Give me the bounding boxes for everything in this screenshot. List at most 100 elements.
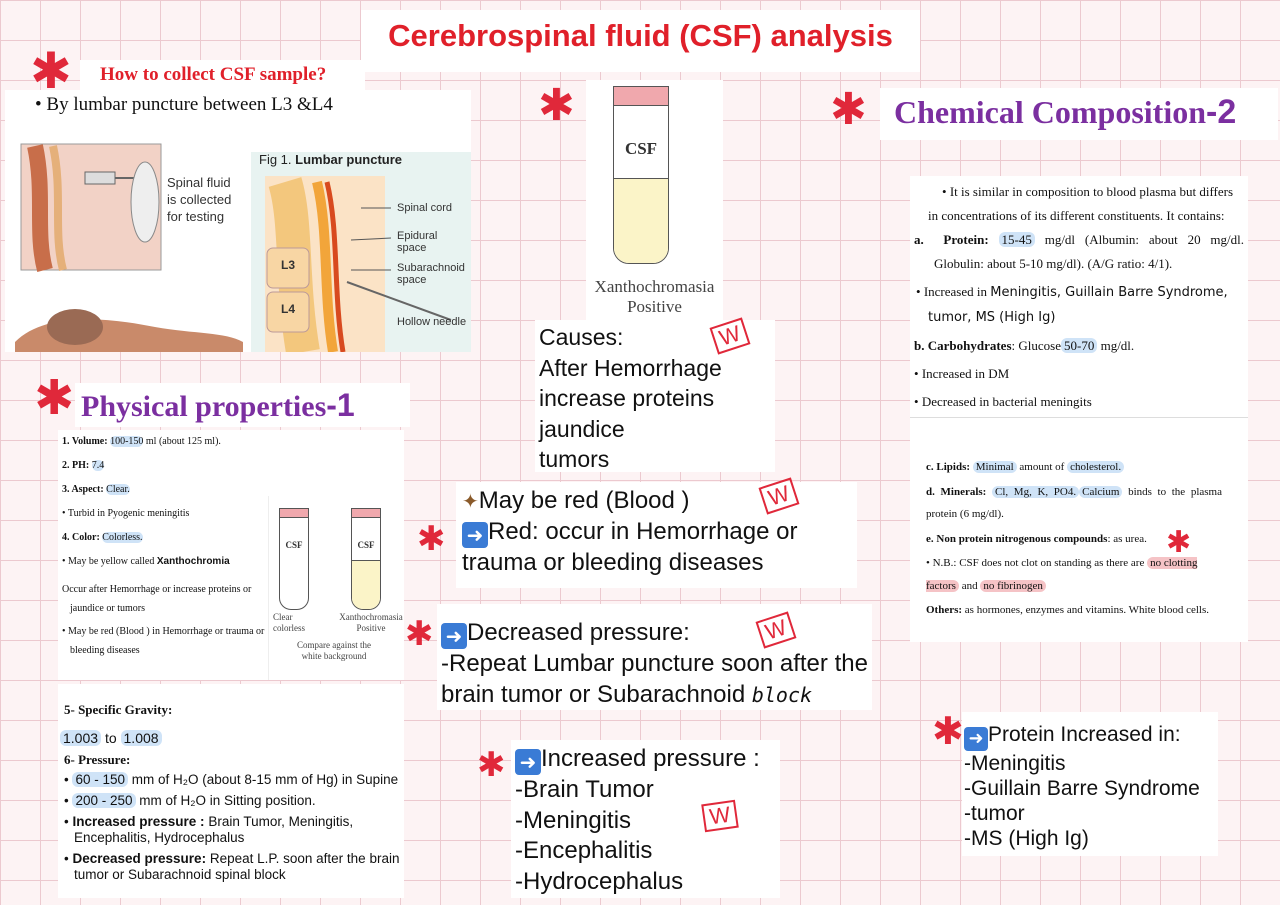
increased-title-text: Increased pressure : [541, 745, 760, 772]
title-box: Cerebrospinal fluid (CSF) analysis [361, 10, 920, 72]
physical-heading-num: -1 [326, 387, 355, 423]
tube-caption-1: Xanthochromasia [594, 277, 715, 296]
compare-caption: Compare against the white background [297, 640, 371, 661]
phys-vol-val: 100-150 [110, 436, 144, 447]
label-l4: L4 [281, 302, 296, 316]
chem-carb-unit: mg/dl. [1100, 338, 1135, 353]
phys-ph-val: 7.4 [91, 460, 105, 471]
chem-carb-pre: : Glucose [1011, 338, 1061, 353]
label-subarachnoid: Subarachnoid space [397, 262, 465, 286]
causes-line: tumors [539, 446, 610, 472]
phys-turbid: • Turbid in Pyogenic meningitis [62, 508, 190, 519]
pressure-supine: • 60 - 150 mm of H₂O (about 8-15 mm of H… [64, 772, 399, 787]
chem-protein-val: 15-45 [998, 232, 1035, 247]
star-icon: ✱ [417, 519, 446, 559]
chem-min-text: binds to the plasma protein (6 mg/dl). [926, 485, 1222, 521]
tube-label: CSF [624, 139, 658, 158]
p4-text: Repeat L.P. soon after the brain tumor o… [74, 851, 400, 882]
decreased-text-body: -Repeat Lumbar puncture soon after the b… [441, 650, 868, 708]
chemical-heading: Chemical Composition-2 [880, 88, 1278, 136]
p2-val: 200 - 250 [72, 793, 136, 808]
chem-inc-text: Meningitis, Guillain Barre Syndrome, tum… [928, 285, 1228, 325]
sg-title: 5- Specific Gravity: [64, 702, 173, 717]
physical-heading: Physical properties-1 [75, 383, 410, 429]
physical-heading-box: Physical properties-1 [75, 383, 410, 427]
chem-lipids-mid: amount of [1019, 461, 1065, 473]
chem-min-hl: Cl, Mg, K, PO4. [992, 485, 1080, 498]
protein-item: -Guillain Barre Syndrome [964, 777, 1200, 800]
red-line2: ➜Red: occur in Hemorrhage or trauma or b… [462, 517, 851, 579]
arrow-right-icon: ➜ [515, 749, 541, 775]
csf-tube-illustration: CSF [613, 86, 669, 264]
chem-protein-title: Protein: [943, 232, 989, 247]
tube-label: CSF [357, 540, 375, 550]
causes-box: Causes: After Hemorrhage increase protei… [535, 317, 775, 472]
decreased-pressure-box: ➜Decreased pressure: -Repeat Lumbar punc… [437, 604, 872, 710]
label-spinal-cord: Spinal cord [397, 202, 453, 214]
tube-label: CSF [285, 540, 303, 550]
red-line1-text: May be red (Blood ) [478, 487, 690, 514]
chem-protein-text: mg/dl (Albumin: about 20 mg/dl. Globulin… [934, 232, 1245, 271]
magic-wand-icon: ✦ [462, 489, 479, 513]
sg-values: 1.003 to 1.008 [60, 730, 162, 746]
collect-panel: • By lumbar puncture between L3 &L4 Spin… [5, 90, 471, 352]
star-icon: ✱ [1166, 525, 1192, 560]
increased-item: -Encephalitis [515, 837, 653, 864]
chem-carb-val: 50-70 [1060, 338, 1098, 353]
tube2-caption: Xanthochromasia Positive [339, 612, 403, 633]
collect-bullet: • By lumbar puncture between L3 &L4 [35, 94, 333, 115]
star-icon: ✱ [830, 84, 867, 135]
causes-line: increase proteins [539, 385, 715, 411]
protein-title: ➜Protein Increased in: [964, 722, 1214, 751]
chem-protein: a. Protein: 15-45 mg/dl (Albumin: about … [914, 228, 1244, 276]
phys-yellow-pre: May be yellow called [68, 556, 155, 567]
figure-title: Fig 1. Lumbar puncture [259, 152, 402, 167]
collect-heading: How to collect CSF sample? [100, 64, 327, 85]
chem-lipids-hl1: Minimal [972, 461, 1017, 473]
phys-yellow: • May be yellow called Xanthochromia [62, 556, 230, 567]
label-epidural: Epidural space [397, 230, 438, 254]
star-icon: ✱ [30, 42, 72, 100]
increased-item: -Brain Tumor [515, 776, 654, 803]
phys-color-val: Colorless. [102, 532, 143, 543]
phys-color: 4. Color: Colorless. [62, 532, 267, 544]
protein-increased-box: ➜Protein Increased in: -Meningitis -Guil… [962, 712, 1218, 856]
p1-text: mm of H₂O (about 8-15 mm of Hg) in Supin… [131, 772, 399, 787]
phys-volume: 1. Volume: 100-150 ml (about 125 ml). [62, 436, 267, 448]
phys-aspect-label: 3. Aspect: [62, 484, 104, 495]
chem-minerals: d. Minerals: Cl, Mg, K, PO4.Calcium bind… [926, 481, 1222, 526]
tube1-caption: Clear colorless [273, 612, 305, 633]
chem-lipids-hl2: cholesterol. [1067, 461, 1125, 473]
chem-carb-title: Carbohydrates [927, 338, 1012, 353]
chem-npn-label: e. Non protein nitrogenous compounds [926, 532, 1108, 545]
chem-npn-text: : as urea. [1107, 532, 1147, 545]
pressure-increased: • Increased pressure : Brain Tumor, Meni… [64, 814, 354, 845]
collect-bullet-text: By lumbar puncture between L3 &L4 [46, 94, 333, 115]
fig-label: Fig 1. [259, 152, 292, 167]
decreased-title-text: Decreased pressure: [467, 619, 690, 646]
xantho-tube-illustration: CSF [351, 508, 381, 610]
chem-protein-label: a. [914, 232, 924, 247]
chem-nb-hl2: no fibrinogen [980, 579, 1046, 592]
physical-heading-text: Physical properties [81, 390, 327, 423]
physical-tubes: CSF CSF Clear colorless Xanthochromasia … [268, 496, 405, 680]
chem-carb-dec: • Decreased in bacterial meningits [914, 394, 1092, 409]
chem-min-calcium: Calcium [1079, 485, 1123, 498]
decreased-handwritten: block [751, 682, 813, 707]
red-blood-box: ✦May be red (Blood ) ➜Red: occur in Hemo… [456, 477, 857, 588]
tube-top-panel: CSF Xanthochromasia Positive [586, 80, 723, 320]
causes-line: jaundice [539, 415, 625, 442]
chem-others-text: as hormones, enzymes and vitamins. White… [964, 604, 1209, 616]
red-line1: ✦May be red (Blood ) [462, 486, 851, 517]
phys-turbid-text: Turbid in Pyogenic meningitis [67, 508, 190, 519]
p3-bold: Increased pressure : [72, 814, 205, 829]
illus-caption: Spinal fluid is collected for testing [167, 175, 232, 224]
phys-yellow-word: Xanthochromia [156, 556, 230, 567]
chem-intro: • It is similar in composition to blood … [928, 184, 1234, 223]
p2-text: mm of H₂O in Sitting position. [139, 793, 316, 808]
decreased-title: ➜Decreased pressure: [441, 618, 868, 649]
fig-title: Lumbar puncture [295, 152, 403, 167]
chem-carb-inc-text: Increased in DM [921, 366, 1010, 381]
chem-lipids: c. Lipids: Minimal amount of cholesterol… [926, 456, 1222, 479]
